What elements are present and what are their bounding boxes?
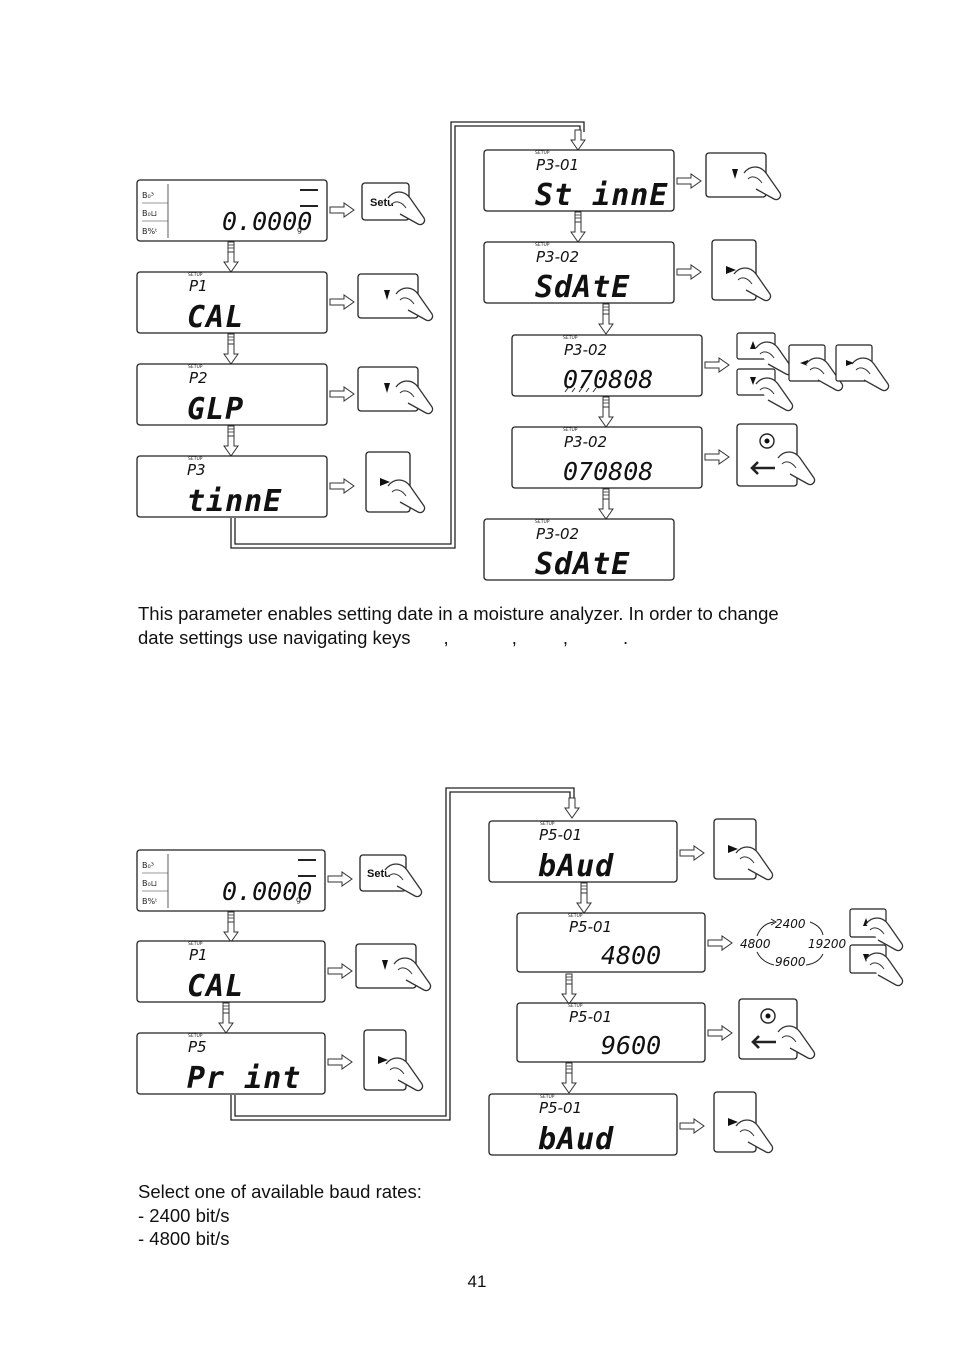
svg-text:SETUP: SETUP (535, 519, 550, 525)
display-p5: SETUP P5 Pr int (136, 1032, 326, 1096)
svg-text:P3-02: P3-02 (536, 525, 579, 543)
enter-key[interactable] (738, 998, 816, 1060)
setup-button[interactable]: Setu (359, 854, 423, 898)
display-p3-01: SETUP P3-01 St innE (483, 149, 675, 213)
svg-text:P5-01: P5-01 (569, 918, 612, 936)
enter-key[interactable] (736, 423, 816, 487)
svg-text:SETUP: SETUP (535, 150, 550, 156)
display-p2: SETUP P2 GLP (136, 363, 328, 427)
svg-text:bAud: bAud (538, 1122, 614, 1157)
weigh-value: 0.0000 (222, 207, 312, 236)
svg-text:P3-02: P3-02 (536, 248, 579, 266)
display-p5-01-final: SETUP P5-01 bAud (488, 1093, 678, 1157)
svg-text:P3-02: P3-02 (564, 433, 607, 451)
svg-text:Setu: Setu (367, 868, 391, 880)
baud-option: - 2400 bit/s (138, 1204, 230, 1226)
svg-text:P3-02: P3-02 (564, 341, 607, 359)
svg-text:SdAtE: SdAtE (535, 547, 630, 582)
down-key[interactable] (355, 943, 432, 992)
svg-text:4800: 4800 (740, 937, 771, 951)
svg-text:SdAtE: SdAtE (535, 270, 630, 305)
baud-option: - 4800 bit/s (138, 1228, 230, 1249)
svg-text:SETUP: SETUP (540, 1094, 555, 1100)
svg-text:2400: 2400 (775, 917, 806, 931)
svg-text:SETUP: SETUP (188, 1033, 203, 1039)
svg-text:9600: 9600 (775, 955, 806, 969)
down-key[interactable] (705, 152, 782, 201)
svg-text:P5-01: P5-01 (539, 826, 582, 844)
svg-text:SETUP: SETUP (188, 941, 203, 947)
paragraph-line-1: This parameter enables setting date in a… (138, 603, 779, 624)
svg-text:SETUP: SETUP (563, 427, 578, 433)
svg-text:SETUP: SETUP (563, 335, 578, 341)
svg-text:SETUP: SETUP (568, 913, 583, 919)
svg-text:P1: P1 (189, 946, 208, 964)
svg-text:P2: P2 (189, 369, 208, 387)
svg-text:bAud: bAud (538, 849, 614, 884)
right-key[interactable] (713, 818, 774, 881)
svg-text:P1: P1 (189, 277, 208, 295)
display-p5-01: SETUP P5-01 bAud (488, 820, 678, 884)
display-p3-02: SETUP P3-02 SdAtE (483, 241, 675, 305)
svg-text:Pr int: Pr int (187, 1061, 301, 1096)
svg-text:CAL: CAL (187, 300, 244, 335)
down-key[interactable] (736, 368, 794, 412)
svg-text:9600: 9600 (601, 1031, 661, 1060)
svg-text:SETUP: SETUP (188, 272, 203, 278)
baud-rate-list: Select one of available baud rates: - 24… (138, 1180, 838, 1251)
baud-cycle: 2400 4800 19200 9600 (740, 917, 847, 969)
date-paragraph: This parameter enables setting date in a… (138, 602, 878, 649)
paragraph-line-2: date settings use navigating keys,,,. (138, 626, 629, 648)
svg-text:4800: 4800 (601, 941, 661, 970)
setup-button[interactable]: Setu (361, 182, 426, 226)
left-key[interactable] (788, 344, 844, 392)
svg-text:0.0000: 0.0000 (222, 877, 312, 906)
down-key[interactable] (849, 944, 904, 987)
svg-text:P5-01: P5-01 (539, 1099, 582, 1117)
page-number: 41 (467, 1272, 487, 1291)
display-p3-02-final: SETUP P3-02 SdAtE (483, 518, 675, 582)
svg-text:19200: 19200 (808, 937, 847, 951)
down-key[interactable] (357, 366, 434, 415)
display-p1-b: SETUP P1 CAL (136, 940, 326, 1004)
svg-text:Setu: Setu (370, 197, 394, 209)
display-p1: SETUP P1 CAL (136, 271, 328, 335)
svg-text:SETUP: SETUP (188, 456, 203, 462)
display-p3: SETUP P3 tinnE (136, 455, 328, 519)
right-key[interactable] (835, 344, 890, 392)
svg-text:P3-01: P3-01 (536, 156, 579, 174)
up-key[interactable] (736, 332, 794, 376)
display-p5-01-4800: SETUP P5-01 4800 (516, 912, 706, 973)
svg-text:SETUP: SETUP (535, 242, 550, 248)
svg-text:GLP: GLP (187, 392, 244, 427)
svg-text:SETUP: SETUP (540, 821, 555, 827)
svg-text:tinnE: tinnE (187, 484, 282, 519)
svg-text:P5-01: P5-01 (569, 1008, 612, 1026)
svg-text:070808: 070808 (563, 457, 653, 486)
right-key[interactable] (711, 239, 772, 302)
right-key[interactable] (713, 1091, 774, 1154)
svg-text:SETUP: SETUP (568, 1003, 583, 1009)
svg-text:SETUP: SETUP (188, 364, 203, 370)
svg-text:g: g (297, 225, 302, 234)
up-key[interactable] (849, 908, 904, 952)
down-key[interactable] (357, 273, 434, 322)
display-p3-02-value: SETUP P3-02 070808 (511, 426, 703, 489)
svg-text:070808: 070808 (563, 365, 653, 394)
weighing-display-2: 0.0000 g (136, 849, 326, 912)
svg-text:P3: P3 (187, 461, 206, 479)
svg-text:CAL: CAL (187, 969, 244, 1004)
svg-text:g: g (296, 895, 301, 904)
svg-text:P5: P5 (188, 1038, 207, 1056)
svg-text:St innE: St innE (535, 178, 668, 213)
display-p5-01-9600: SETUP P5-01 9600 (516, 1002, 706, 1063)
right-key[interactable] (363, 1029, 424, 1092)
display-p3-02-edit: SETUP P3-02 070808 (511, 334, 703, 397)
baud-intro: Select one of available baud rates: (138, 1181, 422, 1202)
weighing-display-1: 0.0000 g (136, 179, 328, 242)
right-key[interactable] (365, 451, 426, 514)
